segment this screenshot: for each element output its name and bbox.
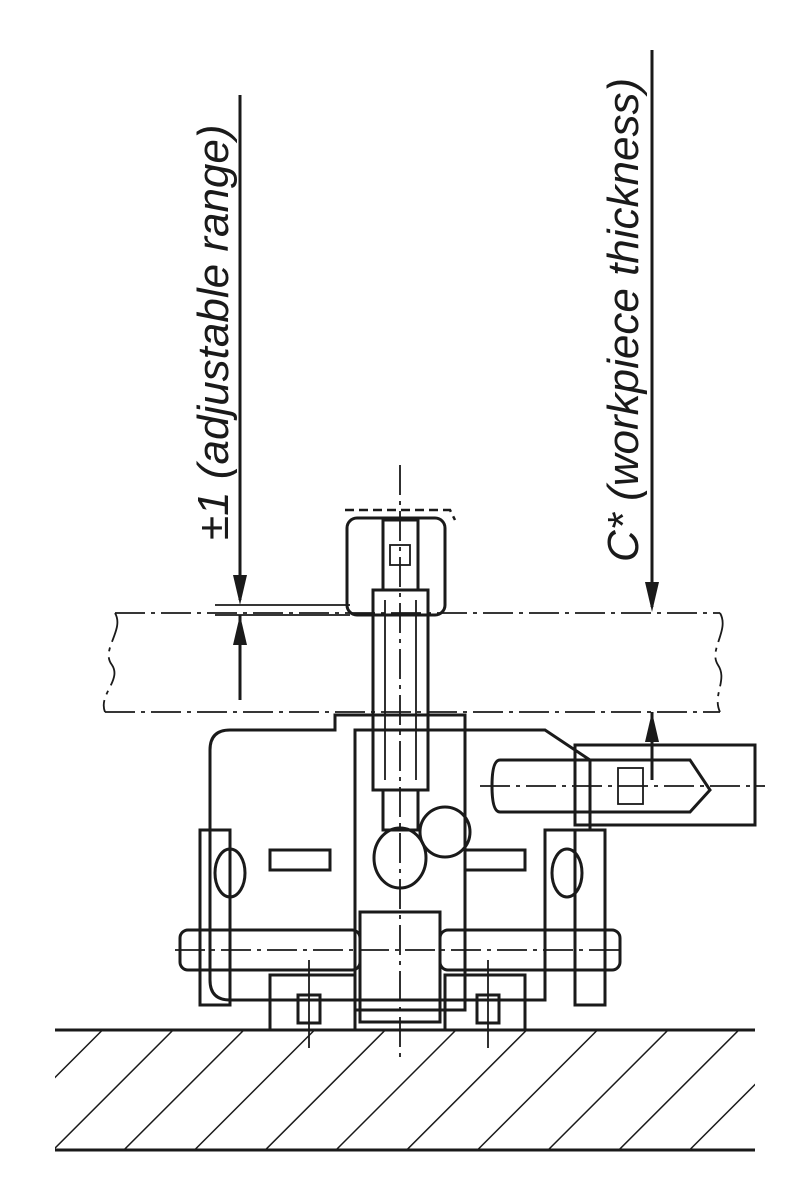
- workpiece-outline: [102, 612, 724, 713]
- side-pin: [480, 743, 765, 827]
- clamping-cap: [345, 508, 457, 617]
- base-plate: [55, 1028, 755, 1152]
- workpiece-thickness-label: C* (workpiece thickness): [599, 78, 648, 562]
- clamp-body: [175, 713, 625, 1048]
- adjustable-range-label: ±1 (adjustable range): [189, 124, 238, 540]
- adjustable-range-dimension: [215, 95, 350, 700]
